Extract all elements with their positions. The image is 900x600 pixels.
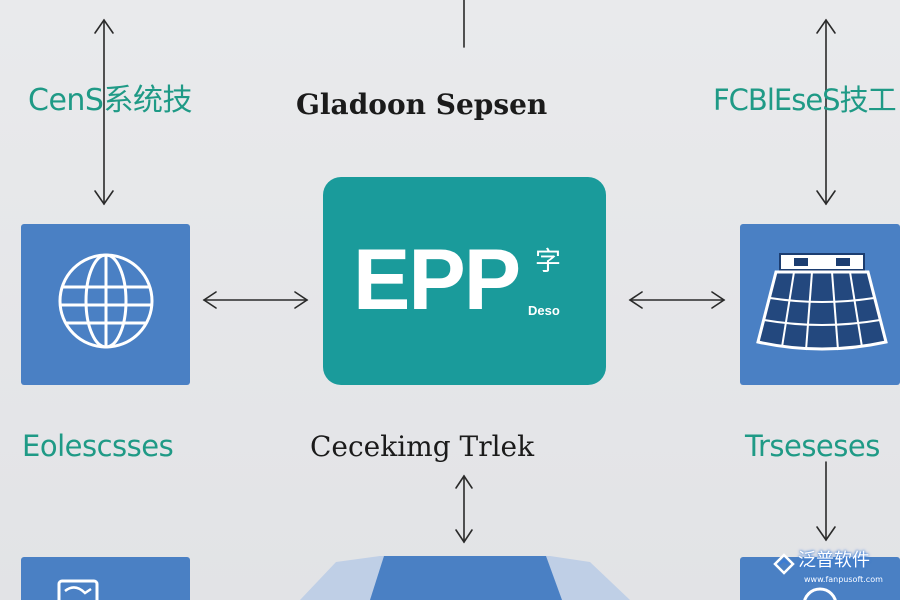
bottom-right-down-arrow [816, 461, 836, 542]
epp-title: EPP [353, 232, 521, 328]
watermark-text: 泛普软件 [798, 550, 870, 571]
bottom-center-shape [300, 556, 630, 600]
top-left-vertical-arrow [94, 18, 114, 206]
top-right-vertical-arrow [816, 18, 836, 206]
label-top-left: CenS系统技 [28, 83, 192, 118]
bottom-center-vertical-arrow [455, 474, 473, 544]
label-bottom-center: Cecekimg Trlek [310, 430, 535, 463]
label-top-center: Gladoon Sepsen [296, 88, 548, 121]
label-bottom-right: Trseseses [745, 429, 880, 463]
watermark: 泛普软件 www.fanpusoft.com [770, 550, 892, 594]
bottom-left-tile[interactable] [21, 557, 190, 600]
epp-subtitle: Deso [528, 303, 560, 318]
epp-center-box[interactable]: EPP 字 Deso [323, 177, 606, 385]
bottom-right-tile[interactable] [740, 557, 900, 600]
left-tile[interactable] [21, 224, 190, 385]
label-top-right: FCBlEseS技工 [713, 83, 897, 117]
right-tile[interactable] [740, 224, 900, 385]
globe-icon [58, 253, 154, 349]
document-icon [57, 579, 99, 600]
label-bottom-left: Eolescsses [22, 429, 174, 463]
circle-icon [803, 587, 837, 600]
watermark-url: www.fanpusoft.com [804, 575, 883, 584]
right-horizontal-arrow [628, 291, 726, 309]
left-horizontal-arrow [202, 291, 309, 309]
watermark-logo-icon [773, 553, 795, 575]
epp-glyph: 字 [535, 247, 562, 277]
solar-panel-icon [756, 253, 888, 351]
